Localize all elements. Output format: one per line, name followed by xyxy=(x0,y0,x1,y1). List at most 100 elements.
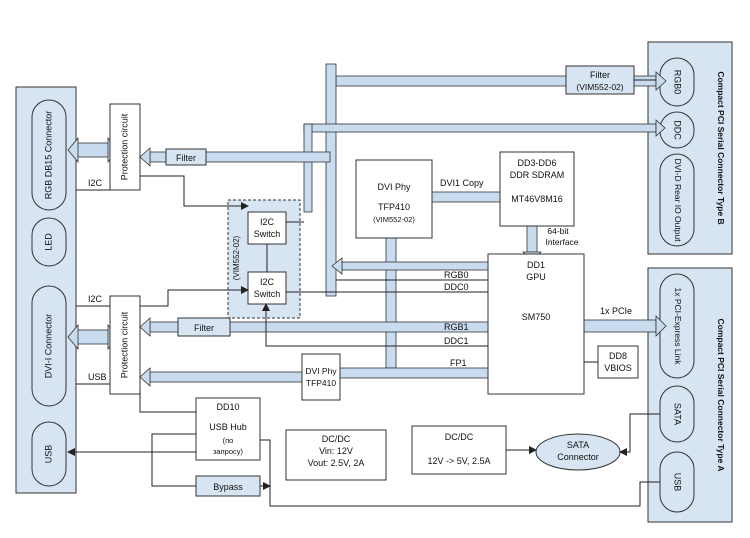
usb-hub-line2: USB Hub xyxy=(209,422,247,432)
dcdc-block-1 xyxy=(285,429,387,481)
arrowhead-dvi2-left xyxy=(139,367,151,387)
led-connector xyxy=(31,217,67,267)
bus-rgb0 xyxy=(341,261,489,271)
rgb-db15-label: RGB DB15 Connector xyxy=(43,111,53,200)
ddr-line3: MT46V8M16 xyxy=(511,194,563,204)
bus-ddc-vertical xyxy=(303,123,313,213)
filter-top-label: Filter xyxy=(176,153,196,163)
bus-vertical-left xyxy=(325,63,337,297)
i2c-group-label: (VIM552-02) xyxy=(232,235,241,280)
filter-right-line1: Filter xyxy=(590,70,610,80)
usb-hub-line1: DD10 xyxy=(216,402,239,412)
dvi-d-port-label: DVI-D Rear IO Output xyxy=(673,158,683,242)
sig-i2c-bottom: I2C xyxy=(88,294,103,304)
i2c-switch-2-line2: Switch xyxy=(254,289,281,299)
interface-line2: Interface xyxy=(545,237,578,247)
line-sata-port xyxy=(619,413,660,456)
sig-ddc1: DDC1 xyxy=(444,336,469,346)
bus-dvi-copy xyxy=(431,191,503,203)
dcdc1-line1: DC/DC xyxy=(322,434,351,444)
i2c-switch-2 xyxy=(247,271,287,305)
gpu-line2: GPU xyxy=(526,272,546,282)
usb-hub-line3: (по xyxy=(223,436,234,445)
arrowhead-db15-left xyxy=(67,136,79,164)
gpu-line1: DD1 xyxy=(527,260,545,270)
sig-rgb0: RGB0 xyxy=(444,270,469,280)
sata-port-label: SATA xyxy=(673,403,683,425)
line-bypass xyxy=(151,433,196,487)
pcie-label: 1x PCIe xyxy=(600,306,632,316)
arrowhead-rgb1-left xyxy=(139,317,151,337)
arrowhead-pcie-right xyxy=(655,315,667,337)
bypass-label: Bypass xyxy=(213,482,243,492)
led-label: LED xyxy=(43,233,53,251)
sig-fp1: FP1 xyxy=(450,358,467,368)
i2c-switch-1 xyxy=(247,211,287,245)
dvi-phy-1-line1: DVI Phy xyxy=(377,182,411,192)
buses xyxy=(75,63,657,383)
gpu-line3: SM750 xyxy=(522,312,551,322)
bus-pcie xyxy=(583,319,657,333)
dvi-i-connector xyxy=(31,285,67,407)
dcdc2-line2: 12V -> 5V, 2.5A xyxy=(428,456,491,466)
ddr-line1: DD3-DD6 xyxy=(517,158,556,168)
vbios-line2: VBIOS xyxy=(604,363,632,373)
dvi-i-label: DVI-I Connector xyxy=(43,314,53,379)
usb-left-label: USB xyxy=(43,445,53,464)
protection-top-label: Protection circuit xyxy=(119,113,129,180)
dvi-phy-1 xyxy=(355,159,433,239)
dcdc-block-2 xyxy=(411,425,507,475)
rgb-db15-connector xyxy=(31,99,67,211)
arrowhead-rgb0-left xyxy=(331,257,343,275)
protection-circuit-bottom xyxy=(109,295,141,395)
line-prot-to-switch1 xyxy=(140,175,249,210)
filter-right xyxy=(565,65,635,95)
type-b-title: Compact PCI Serial Connector Type B xyxy=(716,71,726,224)
dvi-phy-2-line1: DVI Phy xyxy=(305,366,337,376)
arrowhead-rgb0-right xyxy=(655,71,667,91)
usb-hub xyxy=(195,397,261,461)
dvi1-copy-label: DVI1 Copy xyxy=(440,178,484,188)
filter-top xyxy=(165,148,207,166)
line-hub-to-usb-right xyxy=(260,439,660,507)
vbios-block xyxy=(597,345,639,379)
dcdc2-line1: DC/DC xyxy=(445,432,474,442)
pcie-port-label: 1x PCI-Express Link xyxy=(673,288,683,366)
protection-bottom-label: Protection circuit xyxy=(119,311,129,378)
dcdc1-line3: Vout: 2.5V, 2A xyxy=(308,458,365,468)
filter-mid-label: Filter xyxy=(194,323,214,333)
line-prot-to-switch2 xyxy=(140,286,249,307)
i2c-switch-2-line1: I2C xyxy=(260,277,275,287)
i2c-switch-1-line2: Switch xyxy=(254,229,281,239)
gpu-block xyxy=(487,253,585,395)
line-ddc1 xyxy=(262,303,488,347)
usb-right-label: USB xyxy=(673,473,683,492)
dvi-phy-2 xyxy=(301,353,341,401)
sig-rgb1: RGB1 xyxy=(444,322,469,332)
bus-interface xyxy=(526,225,538,253)
bus-dvi2-prot xyxy=(149,371,303,383)
signal-lines xyxy=(67,79,660,507)
arrowhead-ddc-right xyxy=(655,119,666,137)
dvi-d-port xyxy=(659,153,695,247)
dvi-phy-1-line2: TFP410 xyxy=(378,202,410,212)
usb-left-connector xyxy=(31,421,67,487)
protection-circuit-top xyxy=(109,103,141,191)
ddr-line2: DDR SDRAM xyxy=(510,170,565,180)
filter-right-line2: (VIM552-02) xyxy=(576,82,623,92)
usb-hub-line4: запросу) xyxy=(213,447,244,456)
ddc-port-label: DDC xyxy=(673,120,683,140)
dvi-phy-1-line3: (VIM552-02) xyxy=(373,215,415,224)
dvi-phy-2-line2: TFP410 xyxy=(306,378,337,388)
vbios-line1: DD8 xyxy=(609,351,627,361)
sig-i2c-top: I2C xyxy=(88,178,103,188)
type-a-title: Compact PCI Serial Connector Type A xyxy=(716,318,726,471)
sata-conn-line1: SATA xyxy=(567,440,589,450)
line-prot-usb-hub xyxy=(139,390,196,413)
dcdc1-line2: Vin: 12V xyxy=(319,446,353,456)
bus-dvi-link xyxy=(75,329,111,345)
sig-usb: USB xyxy=(88,372,107,382)
filter-mid xyxy=(177,317,231,337)
